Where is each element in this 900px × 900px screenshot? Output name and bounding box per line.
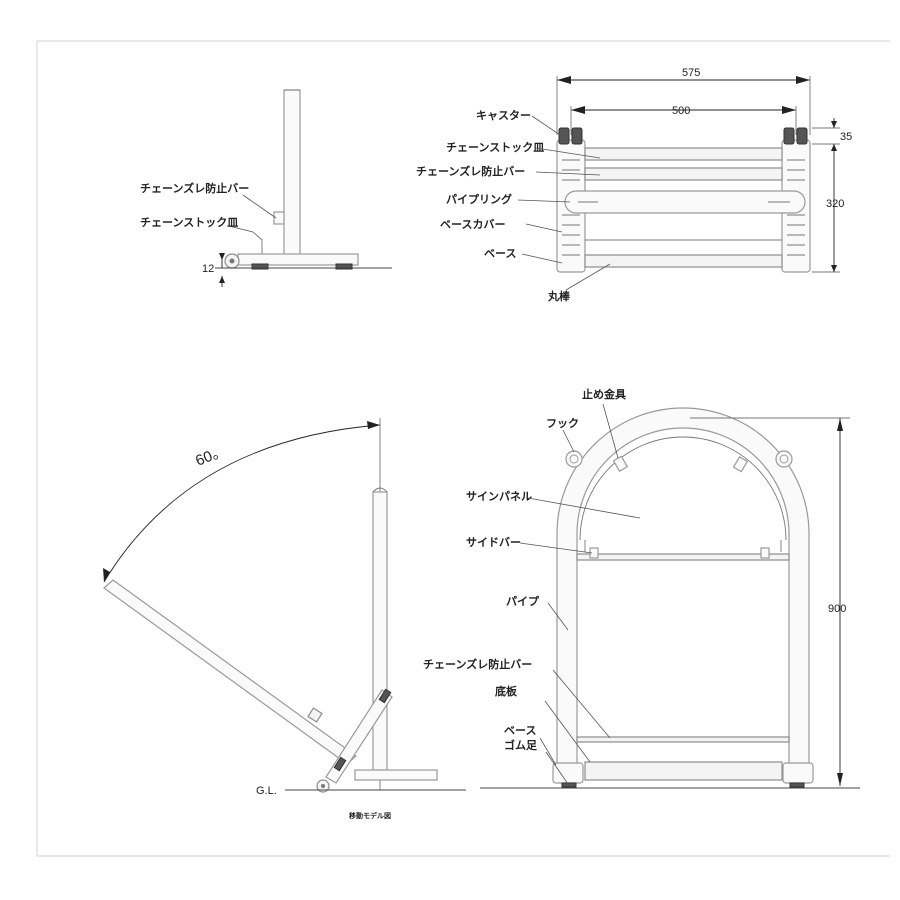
top-chain-guard-bar xyxy=(584,167,783,181)
move-standing-pole xyxy=(372,491,388,771)
front-side-bar xyxy=(576,553,790,561)
front-label-hook: フック xyxy=(546,417,579,430)
side-dim-12: 12 xyxy=(202,263,214,275)
top-label-base: ベース xyxy=(484,247,516,260)
top-label-caster: キャスター xyxy=(476,109,531,122)
side-base-plate xyxy=(237,253,359,266)
front-label-sign-panel: サインパネル xyxy=(466,490,532,503)
move-view: 60。 G.L. 移動モデル図 xyxy=(103,418,466,820)
front-rubber-foot-left xyxy=(561,782,577,788)
drawing-frame xyxy=(36,40,890,857)
top-dim-320: 320 xyxy=(826,198,844,210)
move-base-plate xyxy=(354,769,438,781)
top-view: 575 500 35 320 xyxy=(416,67,852,303)
top-label-chain-plate: チェーンストック皿 xyxy=(446,141,544,154)
front-dim-900: 900 xyxy=(828,603,846,615)
front-label-bottom-plate: 底板 xyxy=(495,684,518,698)
front-label-pipe: パイプ xyxy=(506,594,540,608)
front-rubber-foot-right xyxy=(789,782,805,788)
front-view: 900 止め金具 フック サインパネル サイドバー パイプ チェーンズレ防止バー… xyxy=(423,387,860,789)
move-angle-arc xyxy=(103,424,381,583)
top-label-pipe-ring: パイプリング xyxy=(446,192,512,206)
move-label-gl: G.L. xyxy=(256,785,277,797)
side-label-chain-plate: チェーンストック皿 xyxy=(140,216,238,229)
front-base-right xyxy=(782,762,814,784)
front-label-base: ベース xyxy=(504,724,536,737)
side-view: チェーンズレ防止バー チェーンストック皿 12 xyxy=(140,89,392,287)
front-label-side-bar: サイドバー xyxy=(466,536,521,549)
move-caption: 移動モデル図 xyxy=(349,811,391,820)
top-chain-plate xyxy=(584,147,783,161)
side-chain-guard-part xyxy=(273,211,285,225)
top-dim-500: 500 xyxy=(672,105,690,117)
front-bottom-plate xyxy=(584,761,783,781)
front-sign-panel xyxy=(579,436,787,541)
front-arch-pipe xyxy=(556,407,810,771)
top-label-chain-guard: チェーンズレ防止バー xyxy=(416,164,525,178)
side-label-chain-guard: チェーンズレ防止バー xyxy=(140,181,249,195)
front-label-chain-guard: チェーンズレ防止バー xyxy=(423,657,532,671)
top-round-bar xyxy=(584,254,783,268)
front-base-left xyxy=(552,762,584,784)
top-label-round-bar: 丸棒 xyxy=(547,289,571,303)
front-label-rubber-foot: ゴム足 xyxy=(504,738,538,752)
move-tilted-pole xyxy=(103,579,357,765)
top-dim-575: 575 xyxy=(682,67,700,79)
front-chain-guard-bar xyxy=(576,736,790,743)
move-angle-label: 60。 xyxy=(193,442,229,470)
side-pole xyxy=(283,89,301,256)
top-label-base-cover: ベースカバー xyxy=(440,218,505,231)
front-label-bracket: 止め金具 xyxy=(582,387,626,401)
top-dim-35: 35 xyxy=(840,131,852,143)
